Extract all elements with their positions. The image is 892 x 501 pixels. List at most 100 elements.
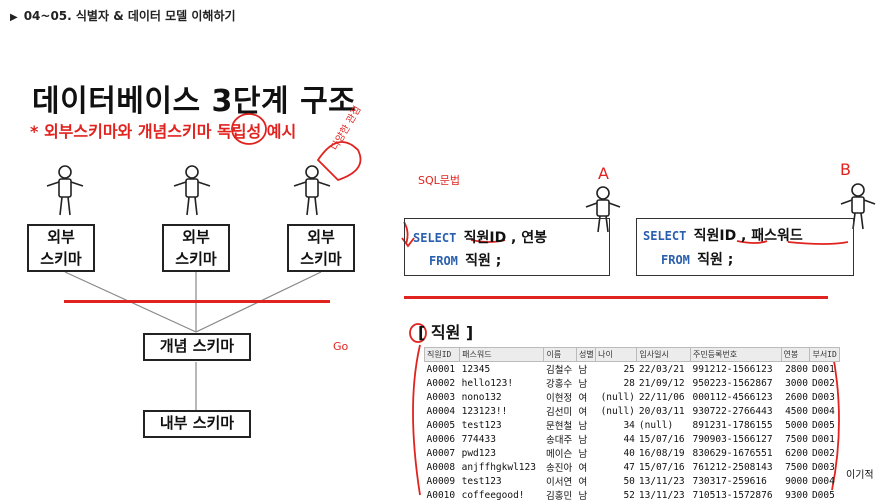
table-cell: 000112-4566123 (692, 391, 773, 403)
sql-table: 직원 ; (697, 252, 734, 268)
table-cell: 16/08/19 (638, 447, 685, 459)
table-cell: D003 (811, 391, 835, 403)
separator-line (404, 296, 828, 299)
table-cell: 남 (578, 421, 588, 432)
table-cell: D002 (811, 377, 835, 389)
table-cell: 774433 (461, 433, 496, 445)
table-cell: anjffhgkwl123 (461, 461, 536, 473)
table-cell: D003 (811, 461, 835, 473)
table-cell: D005 (811, 419, 835, 431)
schema-label: 스키마 (175, 250, 217, 268)
table-cell: 7500 (785, 461, 808, 473)
table-cell: 7500 (785, 433, 808, 445)
table-cell: 송진아 (545, 463, 573, 474)
slide-subtitle: * 외부스키마와 개념스키마 독립성 예시 (30, 122, 297, 141)
table-cell: 3000 (785, 377, 808, 389)
sql-columns: 직원ID , 패스워드 (693, 228, 803, 244)
column-header[interactable]: 이름 (543, 347, 578, 362)
column-header[interactable]: 나이 (595, 347, 638, 362)
table-cell: 40 (623, 447, 635, 459)
table-cell: 문현철 (545, 421, 573, 432)
column-header[interactable]: 부서ID (809, 347, 840, 362)
column-header[interactable]: 직원ID (423, 347, 461, 362)
external-schema-box: 외부 스키마 (27, 224, 95, 272)
column-header[interactable]: 패스워드 (459, 347, 545, 362)
play-triangle-icon: ▶ (10, 12, 18, 23)
sql-query-a: SELECT 직원ID , 연봉 FROM 직원 ; (404, 218, 610, 276)
table-cell: 남 (578, 379, 588, 390)
sql-table: 직원 ; (465, 253, 502, 269)
schema-label: 외부 (47, 228, 75, 246)
external-schema-box: 외부 스키마 (162, 224, 230, 272)
user-icon (840, 183, 876, 230)
table-cell: D002 (811, 447, 835, 459)
table-cell: hello123! (461, 377, 514, 389)
table-cell: 13/11/23 (638, 489, 685, 501)
slide-title: 데이터베이스 3단계 구조 (32, 84, 357, 119)
user-b-label: B (840, 160, 851, 179)
table-cell: test123 (461, 419, 502, 431)
column-header[interactable]: 주민등록번호 (689, 347, 782, 362)
table-title: [ 직원 ] (418, 323, 474, 342)
sql-line-from: FROM 직원 ; (429, 250, 501, 270)
table-cell: nono132 (461, 391, 502, 403)
table-cell: test123 (461, 475, 502, 487)
column-header[interactable]: 연봉 (780, 347, 811, 362)
sql-columns: 직원ID , 연봉 (463, 230, 548, 246)
schema-label: 개념 스키마 (159, 337, 235, 355)
table-cell: A0008 (426, 461, 456, 473)
table-cell: 6200 (785, 447, 808, 459)
sql-query-b: SELECT 직원ID , 패스워드 FROM 직원 ; (636, 218, 854, 276)
sql-line-select: SELECT 직원ID , 패스워드 (643, 225, 803, 245)
table-cell: pwd123 (461, 447, 496, 459)
table-cell: 710513-1572876 (692, 489, 773, 501)
table-cell: 남 (578, 365, 588, 376)
sql-keyword: FROM (429, 254, 458, 268)
table-cell: A0007 (426, 447, 456, 459)
sql-grammar-note: SQL문법 (418, 174, 461, 187)
table-cell: 20/03/11 (638, 405, 685, 417)
table-cell: 남 (578, 449, 588, 460)
column-header[interactable]: 입사일시 (636, 347, 691, 362)
table-cell: A0006 (426, 433, 456, 445)
table-cell: 강홍수 (545, 379, 573, 390)
sql-line-select: SELECT 직원ID , 연봉 (413, 227, 547, 247)
table-cell: 891231-1786155 (692, 419, 773, 431)
table-cell: A0010 (426, 489, 456, 501)
table-cell: 22/11/06 (638, 391, 685, 403)
table-cell: 930722-2766443 (692, 405, 773, 417)
table-cell: 991212-1566123 (692, 363, 773, 375)
sql-keyword: FROM (661, 253, 690, 267)
table-cell: 761212-2508143 (692, 461, 773, 473)
schema-label: 스키마 (40, 250, 82, 268)
conceptual-schema-box: 개념 스키마 (143, 333, 251, 361)
table-cell: 123123!! (461, 405, 508, 417)
header-bar: ▶ 04~05. 식별자 & 데이터 모델 이해하기 (0, 0, 892, 26)
sql-keyword: SELECT (413, 231, 457, 245)
user-icon (46, 165, 84, 216)
table-cell: 2600 (785, 391, 808, 403)
table-cell: 50 (623, 475, 635, 487)
table-cell: 김선미 (545, 407, 573, 418)
user-icon (173, 165, 211, 216)
table-cell: 28 (623, 377, 635, 389)
header-title: 04~05. 식별자 & 데이터 모델 이해하기 (23, 9, 236, 23)
table-cell: 9000 (785, 475, 808, 487)
table-cell: 950223-1562867 (692, 377, 773, 389)
column-header[interactable]: 성별 (576, 347, 597, 362)
table-cell: (null) (600, 391, 635, 403)
user-a-label: A (598, 164, 609, 183)
